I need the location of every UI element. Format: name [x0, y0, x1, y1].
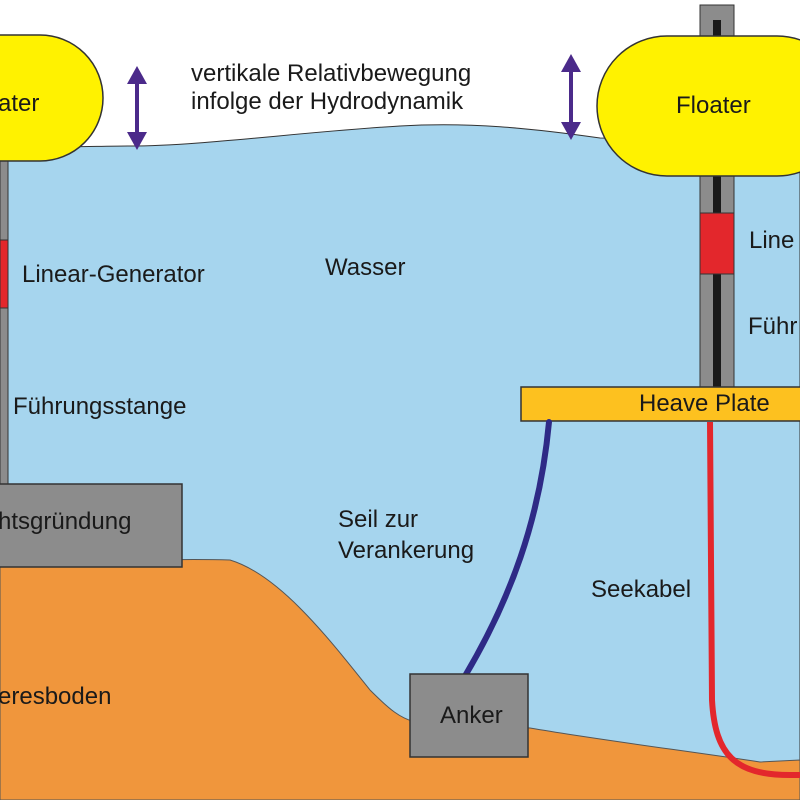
- rod-left-label: Führungsstange: [13, 393, 187, 420]
- guide-rod-left: [0, 159, 9, 491]
- motion-label-line1: vertikale Relativbewegung: [191, 60, 472, 87]
- heave-plate-label: Heave Plate: [639, 390, 770, 417]
- floater-right-label: Floater: [676, 92, 751, 119]
- seabed-label: eresboden: [0, 683, 112, 710]
- generator-right: [699, 212, 735, 275]
- cable-label: Seekabel: [591, 576, 692, 603]
- generator-left-label: Linear-Generator: [22, 261, 205, 288]
- sea-cable: [707, 421, 800, 778]
- heave-plate: [520, 386, 800, 422]
- foundation-label: htsgründung: [0, 508, 132, 535]
- motion-arrow-right: [561, 54, 581, 140]
- rope-label-line1: Seil zur: [338, 506, 419, 533]
- generator-right-label: Line: [749, 227, 795, 254]
- generator-left: [0, 239, 9, 309]
- rope-label-line2: Verankerung: [338, 537, 475, 564]
- foundation-block: [0, 483, 183, 568]
- water-label: Wasser: [325, 254, 406, 281]
- rod-right-label: Führ: [748, 313, 798, 340]
- motion-label-line2: infolge der Hydrodynamik: [191, 88, 464, 115]
- anchor-label: Anker: [440, 702, 503, 729]
- floater-left-label: ater: [0, 90, 40, 117]
- mooring-rope: [462, 419, 552, 679]
- floater-right: [596, 35, 800, 177]
- floater-left: [0, 34, 104, 162]
- motion-arrow-left: [127, 66, 147, 150]
- guide-rod-right-core: [713, 20, 721, 390]
- anchor-block: [409, 673, 529, 758]
